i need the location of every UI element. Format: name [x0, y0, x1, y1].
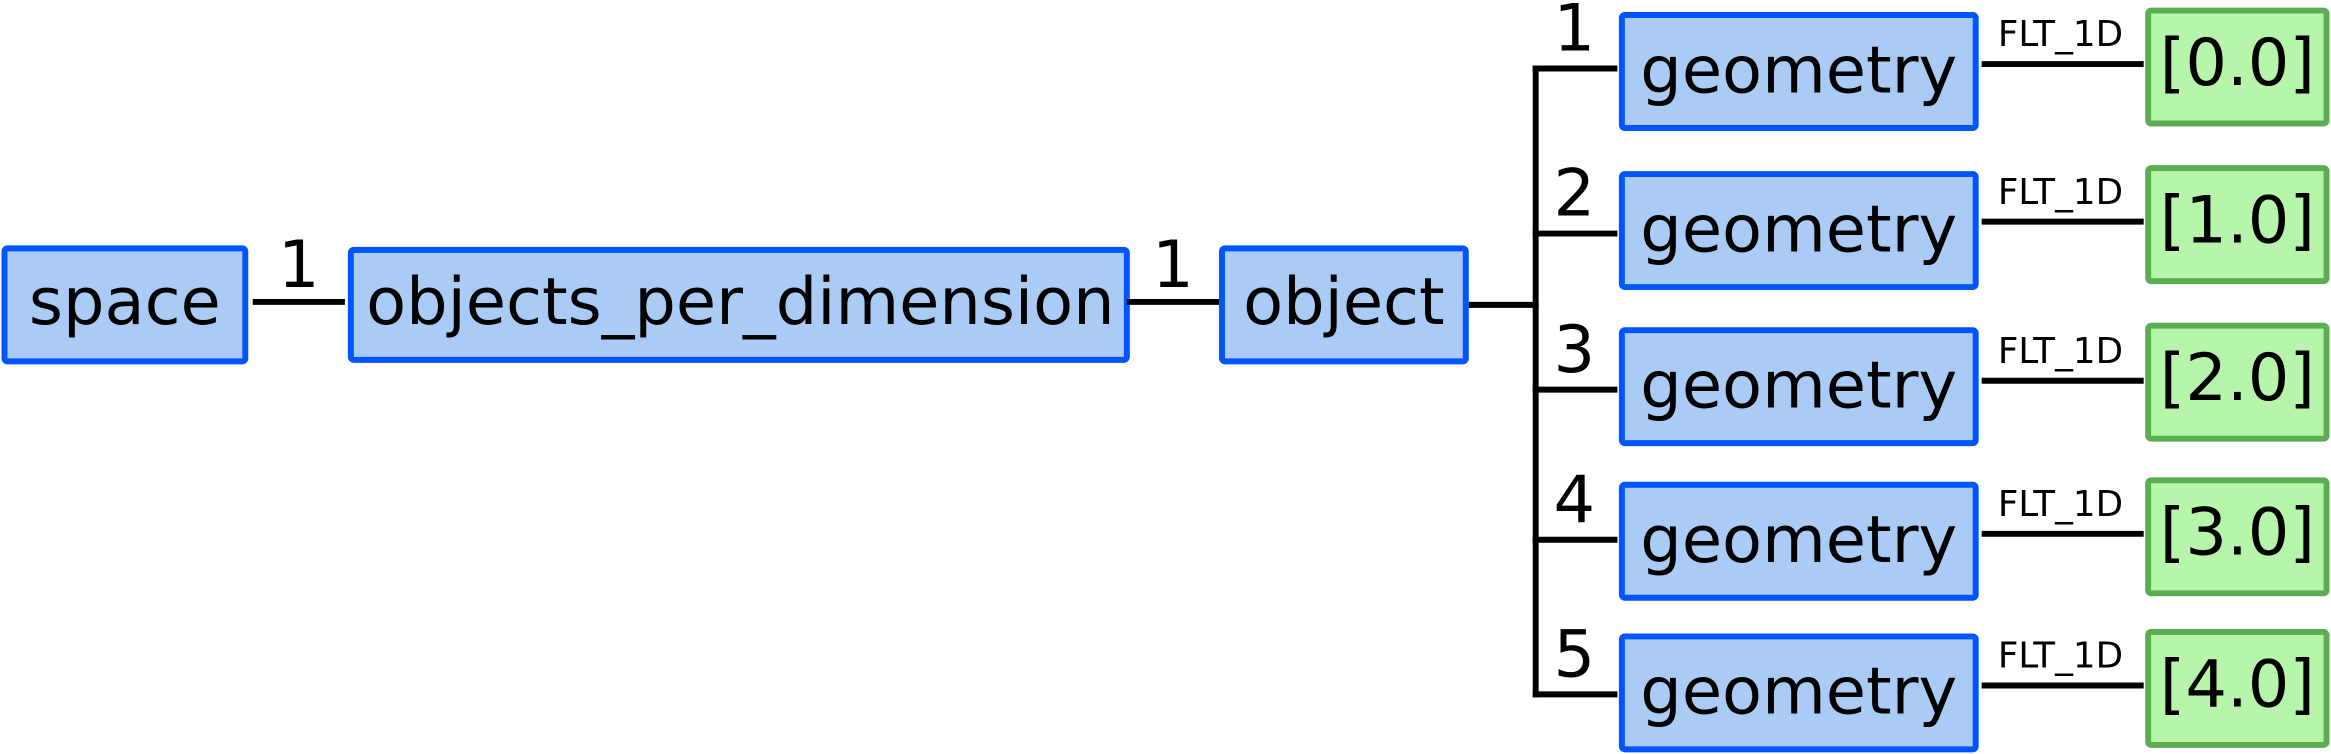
branch-index: 1: [1554, 0, 1596, 67]
value-label: [4.0]: [2160, 646, 2315, 722]
leaf-value[interactable]: [1.0]: [2145, 165, 2330, 285]
value-label: [2.0]: [2160, 340, 2315, 416]
node-geometry[interactable]: geometry: [1618, 12, 1979, 131]
type-label: FLT_1D: [1998, 636, 2123, 677]
node-label: object: [1243, 264, 1445, 340]
geometry-branch: 4 geometry FLT_1D [3.0]: [1532, 462, 2330, 601]
type-label: FLT_1D: [1998, 172, 2123, 213]
geometry-branch: 3 geometry FLT_1D [2.0]: [1532, 312, 2330, 447]
branch-index: 3: [1554, 312, 1596, 388]
node-label: geometry: [1640, 502, 1957, 578]
node-object[interactable]: object: [1219, 245, 1469, 365]
node-space[interactable]: space: [1, 245, 249, 365]
node-geometry[interactable]: geometry: [1618, 633, 1979, 753]
type-label: FLT_1D: [1998, 331, 2123, 372]
node-label: geometry: [1640, 32, 1957, 108]
node-label: geometry: [1640, 191, 1957, 267]
geometry-branch: 2 geometry FLT_1D [1.0]: [1532, 156, 2330, 291]
branch-index: 4: [1554, 462, 1596, 538]
leaf-value[interactable]: [0.0]: [2145, 7, 2330, 127]
edge-label: 1: [278, 227, 320, 303]
node-label: geometry: [1640, 654, 1957, 730]
geometry-branch: 5 geometry FLT_1D [4.0]: [1532, 617, 2330, 753]
node-label: space: [29, 264, 221, 340]
node-geometry[interactable]: geometry: [1618, 327, 1979, 447]
node-geometry[interactable]: geometry: [1618, 171, 1979, 291]
node-label: objects_per_dimension: [366, 264, 1114, 340]
type-label: FLT_1D: [1998, 14, 2123, 55]
value-label: [0.0]: [2160, 25, 2315, 101]
leaf-value[interactable]: [4.0]: [2145, 628, 2330, 748]
leaf-value[interactable]: [2.0]: [2145, 322, 2330, 442]
value-label: [3.0]: [2160, 495, 2315, 571]
leaf-value[interactable]: [3.0]: [2145, 477, 2330, 597]
edge-label: 1: [1152, 227, 1194, 303]
branch-index: 2: [1554, 156, 1596, 232]
node-label: geometry: [1640, 347, 1957, 423]
node-objects-per-dimension[interactable]: objects_per_dimension: [347, 246, 1130, 363]
value-label: [1.0]: [2160, 182, 2315, 258]
geometry-branch: 1 geometry FLT_1D [0.0]: [1532, 0, 2330, 131]
node-geometry[interactable]: geometry: [1618, 481, 1979, 601]
branch-index: 5: [1554, 617, 1596, 693]
type-label: FLT_1D: [1998, 484, 2123, 525]
